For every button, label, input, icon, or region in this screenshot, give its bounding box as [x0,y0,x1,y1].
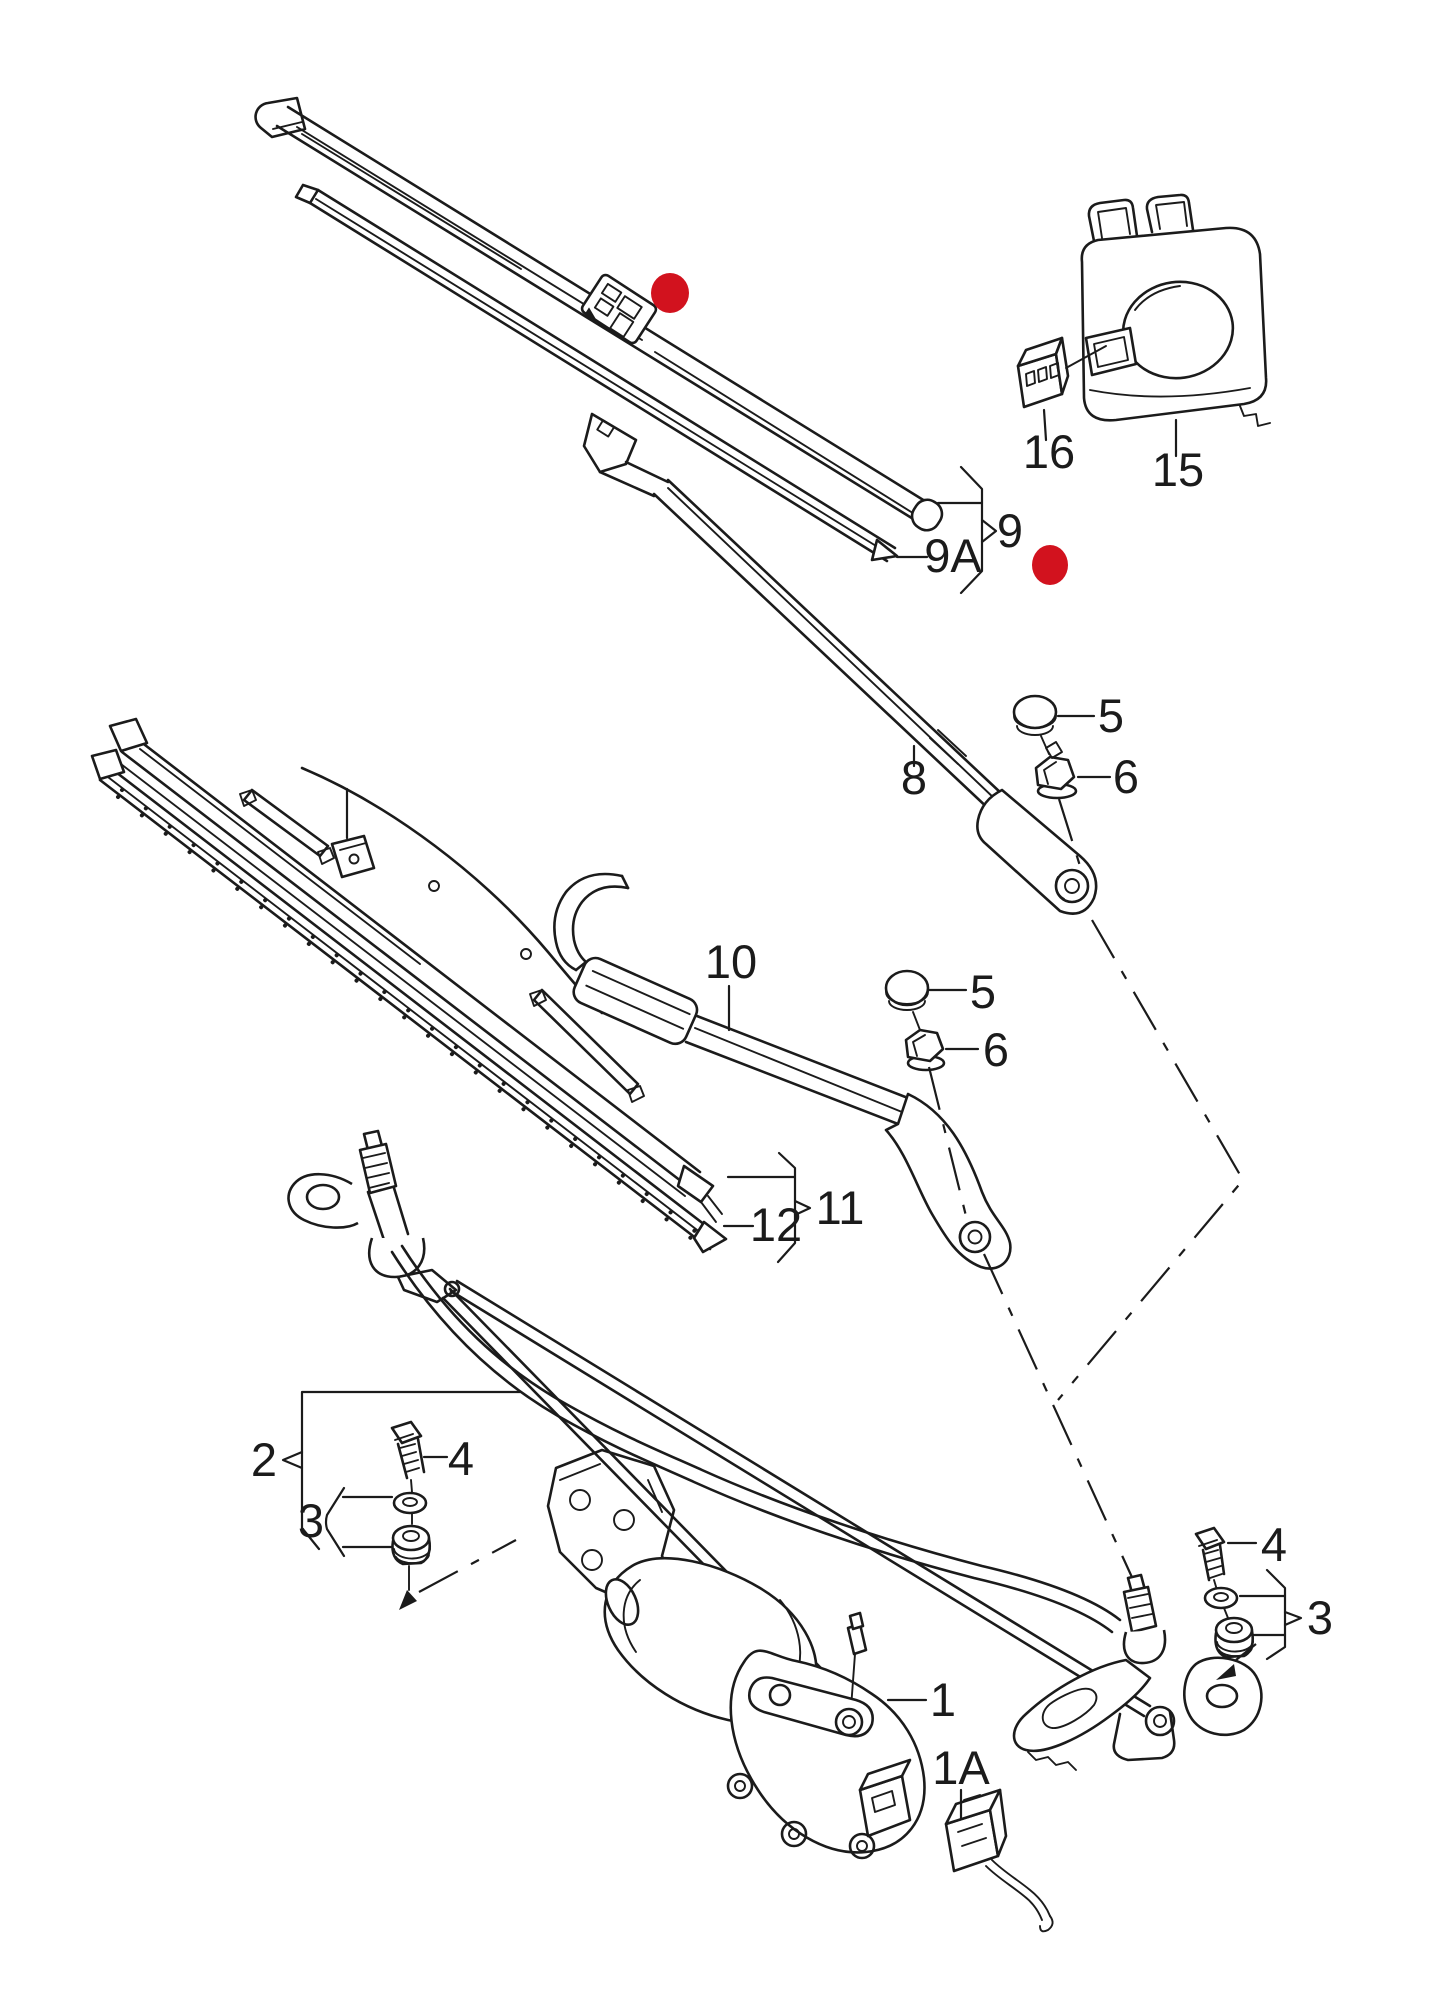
blade-adapter [579,273,658,347]
callout-4-right: 4 [1261,1518,1287,1571]
frame-right-pivot [1014,1575,1261,1770]
wiper-arm-driver [584,414,1096,914]
callout-16: 16 [1023,425,1075,478]
dashed-arm10-to-pivot [984,1254,1136,1586]
callout-3-right: 3 [1307,1591,1333,1644]
callout-10: 10 [705,935,757,988]
spindle-nut-lower [906,1030,944,1070]
motor-connector [946,1790,1053,1931]
conventional-blade-frame [110,719,722,1222]
callout-5-upper: 5 [1098,689,1124,742]
dashed-arm8-to-pivot [1058,920,1243,1400]
spindle-nut-upper [1036,742,1076,798]
callout-9A: 9A [924,529,982,582]
callout-2: 2 [251,1433,277,1486]
rain-sensor [1082,195,1270,426]
wiper-motor [599,1558,924,1858]
conventional-blade-rubber [92,750,726,1252]
callout-8: 8 [901,751,927,804]
spindle-cap-lower [886,971,928,1030]
callout-1A: 1A [932,1741,990,1794]
mount-hardware-left [392,1422,516,1610]
mount-hardware-right [1196,1528,1256,1680]
bracket-2 [283,1392,520,1549]
callout-6-lower: 6 [983,1023,1009,1076]
callout-9: 9 [997,504,1023,557]
bracket-11 [724,1153,810,1262]
callout-15: 15 [1152,443,1204,496]
wiper-arm-passenger [554,874,1010,1269]
leader-16 [1044,410,1046,440]
bracket-3-right [1240,1570,1301,1659]
flat-blade-rubber-insert [296,185,897,561]
bracket-3-left [326,1488,392,1556]
callout-11: 11 [816,1181,865,1234]
sensor-connector [1018,338,1106,407]
callout-12: 12 [750,1198,802,1251]
dashed-nut-to-arm-lower [929,1067,966,1216]
red-dot-marker-blade [651,273,689,313]
callout-1: 1 [930,1673,956,1726]
callout-5-lower: 5 [970,965,996,1018]
flat-wiper-blade [256,98,947,535]
bracket-9 [897,467,996,593]
callout-4-left: 4 [448,1432,474,1485]
callout-6-upper: 6 [1113,750,1139,803]
dashed-nut-to-arm-upper [1059,799,1080,866]
red-dot-marker-bracket [1032,545,1068,585]
